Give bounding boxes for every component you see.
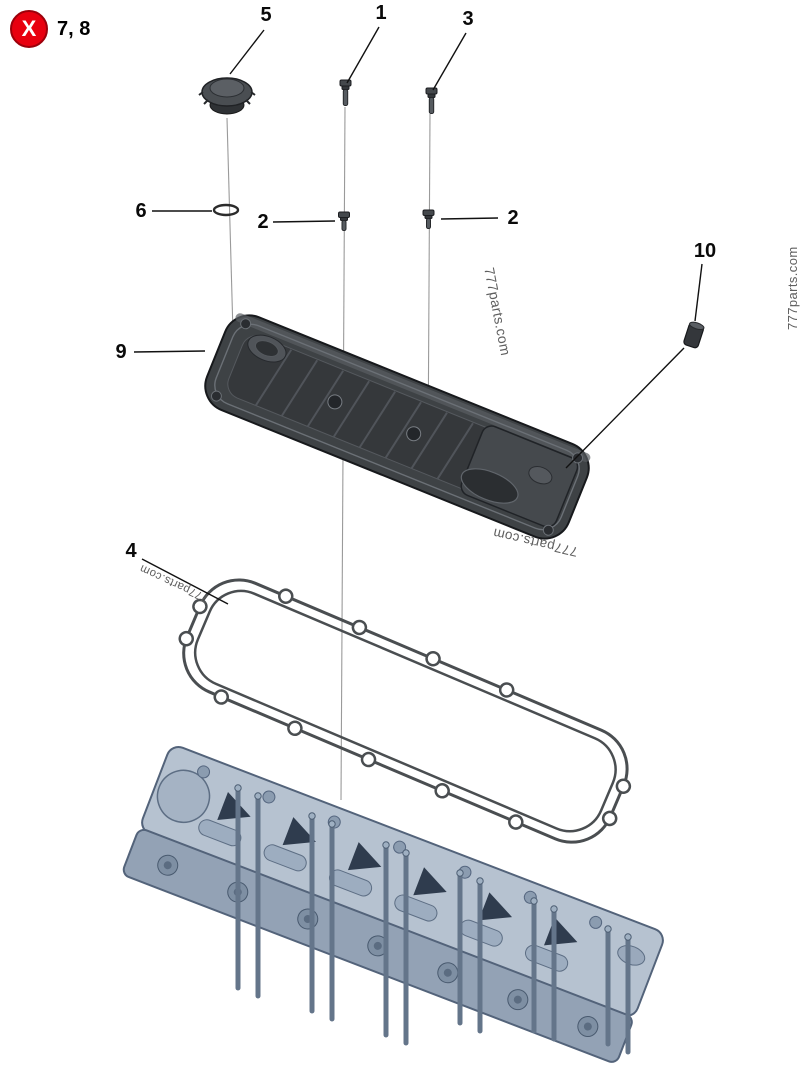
callout-6: 6 xyxy=(135,200,147,222)
reference-x-badge: X xyxy=(10,10,48,48)
plug-part-10 xyxy=(683,321,705,349)
cylinder-head xyxy=(122,746,664,1063)
bolt-part-1 xyxy=(339,79,352,106)
bolt-part-2a xyxy=(338,211,350,231)
callout-4: 4 xyxy=(125,540,137,562)
callout-3: 3 xyxy=(462,8,474,30)
watermark-right-edge: 777parts.com xyxy=(785,246,800,330)
bolt-part-2b xyxy=(422,209,435,229)
valve-cover-gasket xyxy=(178,578,632,844)
reference-x-label: 7, 8 xyxy=(57,18,91,40)
oil-filler-cap xyxy=(198,77,256,115)
callout-9: 9 xyxy=(115,341,127,363)
valve-cover xyxy=(204,313,591,540)
callout-5: 5 xyxy=(260,4,272,26)
o-ring xyxy=(212,203,240,217)
callout-1: 1 xyxy=(375,2,387,24)
callout-2-left: 2 xyxy=(257,211,269,233)
callout-10: 10 xyxy=(693,240,717,262)
valve-stems xyxy=(235,785,631,1055)
callout-2-right: 2 xyxy=(507,207,519,229)
leader-lines xyxy=(133,26,703,605)
bolt-part-3 xyxy=(425,87,438,114)
